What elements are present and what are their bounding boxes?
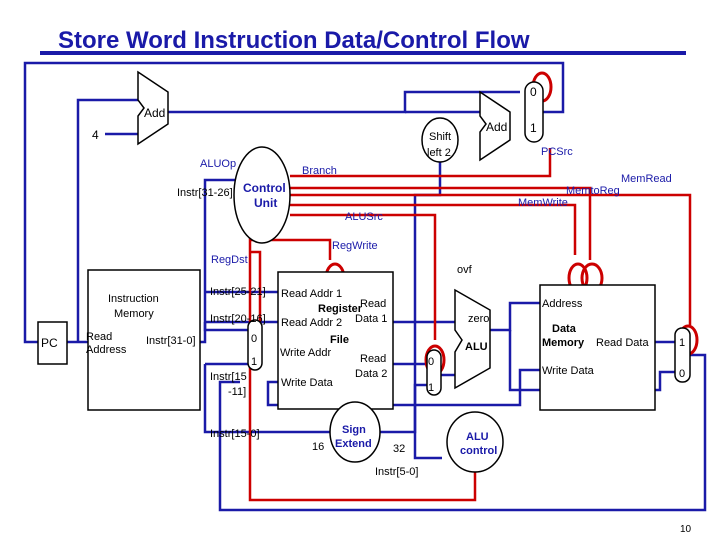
control-unit-label-1: Control: [243, 181, 286, 195]
regdst-mux-in0: 0: [251, 333, 257, 345]
aluop-label: ALUOp: [200, 158, 236, 170]
const-4-label: 4: [92, 128, 99, 142]
read-data-1-label-a: Read: [360, 298, 386, 310]
sign-extend: [329, 401, 381, 463]
memtoreg-mux-in1: 1: [679, 337, 685, 349]
alu: [454, 288, 491, 390]
alusrc-label: ALUSrc: [345, 211, 383, 223]
ovf-label: ovf: [457, 264, 473, 276]
shift-label-2: left 2: [427, 147, 451, 159]
read-data-1-label-b: Data 1: [355, 313, 387, 325]
alusrc-mux: [426, 349, 442, 396]
register-file: [277, 271, 394, 410]
datamem-readdata-label: Read Data: [596, 337, 649, 349]
writedata-label: Write Data: [281, 377, 334, 389]
datamem-title-1: Data: [552, 323, 577, 335]
imm-field-label: Instr[15-0]: [210, 428, 260, 440]
datamem-writedata-label: Write Data: [542, 365, 595, 377]
instr-mem-read-1: Read: [86, 331, 112, 343]
instr-mem-read-2: Address: [86, 344, 127, 356]
branch-wire: [290, 148, 552, 178]
regdst-wire: [250, 250, 262, 325]
rt-to-mux-wire: [203, 322, 248, 332]
signext-label-2: Extend: [335, 438, 372, 450]
memwrite-label: MemWrite: [518, 197, 568, 209]
alusrc-mux-in1: 1: [428, 382, 434, 394]
branch-adder-label: Add: [486, 120, 507, 134]
instr-out-label: Instr[31-0]: [146, 335, 196, 347]
funct-wire: [413, 432, 442, 460]
alusrc-wire: [290, 213, 437, 340]
datamem-address-label: Address: [542, 298, 583, 310]
shift-left-2: [421, 117, 459, 163]
alu-control: [446, 411, 504, 473]
pc-to-adder-wire: [76, 98, 138, 342]
zero-label: zero: [468, 313, 489, 325]
writeaddr-label: Write Addr: [280, 347, 331, 359]
branch-adder: [479, 90, 511, 162]
control-input-label: Instr[31-26]: [177, 187, 233, 199]
memtoreg-label: MemtoReg: [566, 185, 620, 197]
signext-label-1: Sign: [342, 424, 366, 436]
pc-mux-in0: 0: [530, 85, 537, 99]
pc-label: PC: [41, 336, 58, 350]
read-data-2-label-a: Read: [360, 353, 386, 365]
pc-adder-label: Add: [144, 106, 165, 120]
pc-register: [37, 321, 68, 365]
page-number: 10: [680, 524, 692, 535]
regdst-label: RegDst: [211, 254, 248, 266]
shift-label-1: Shift: [429, 131, 451, 143]
pc-plus-4-wire: [168, 90, 520, 114]
regfile-title-1: Register: [318, 303, 363, 315]
regdst-mux: [247, 319, 263, 371]
memread-label: MemRead: [621, 173, 672, 185]
pc-mux: [524, 81, 544, 143]
signext-out-width: 32: [393, 443, 405, 455]
alu-result-bypass-wire: [508, 330, 675, 392]
imm-wire: [203, 364, 330, 434]
memtoreg-mux-in0: 0: [679, 368, 685, 380]
memtoreg-out-wire: [218, 353, 707, 512]
alu-control-label-2: control: [460, 445, 497, 457]
signext-in-width: 16: [312, 441, 324, 453]
memtoreg-wire: [290, 193, 692, 325]
instruction-memory: [87, 269, 201, 411]
pcsrc-label: PCSrc: [541, 146, 573, 158]
regdst-mux-in1: 1: [251, 356, 257, 368]
page-title: Store Word Instruction Data/Control Flow: [58, 27, 530, 54]
regwrite-wire: [250, 238, 332, 260]
write-data-wire: [266, 368, 540, 407]
pc-adder: [137, 70, 169, 146]
rd-field-label-1: Instr[15: [210, 371, 247, 383]
readaddr1-label: Read Addr 1: [281, 288, 342, 300]
funct-field-label: Instr[5-0]: [375, 466, 418, 478]
rd-field-label-2: -11]: [228, 386, 246, 398]
rt-field-label: Instr[20-16]: [210, 313, 266, 325]
pc-mux-in1: 1: [530, 121, 537, 135]
rs-field-label: Instr[25-21]: [210, 286, 266, 298]
instr-mem-title-2: Memory: [114, 308, 154, 320]
control-unit-label-2: Unit: [254, 196, 277, 210]
memtoreg-mux: [674, 327, 691, 383]
alusrc-mux-in0: 0: [428, 356, 434, 368]
alu-control-label-1: ALU: [466, 431, 489, 443]
alu-result-wire: [490, 301, 540, 332]
memwrite-wire: [290, 203, 577, 255]
control-unit: [233, 146, 291, 244]
branch-label: Branch: [302, 165, 337, 177]
data-memory: [539, 284, 656, 411]
readaddr2-label: Read Addr 2: [281, 317, 342, 329]
datamem-title-2: Memory: [542, 337, 585, 349]
memread-wire: [290, 186, 592, 260]
instr-mem-title-1: Instruction: [108, 293, 159, 305]
pc-update-wire: [23, 61, 565, 344]
read-data-2-label-b: Data 2: [355, 368, 387, 380]
regwrite-label: RegWrite: [332, 240, 378, 252]
regfile-title-2: File: [330, 334, 349, 346]
alu-label: ALU: [465, 341, 488, 353]
